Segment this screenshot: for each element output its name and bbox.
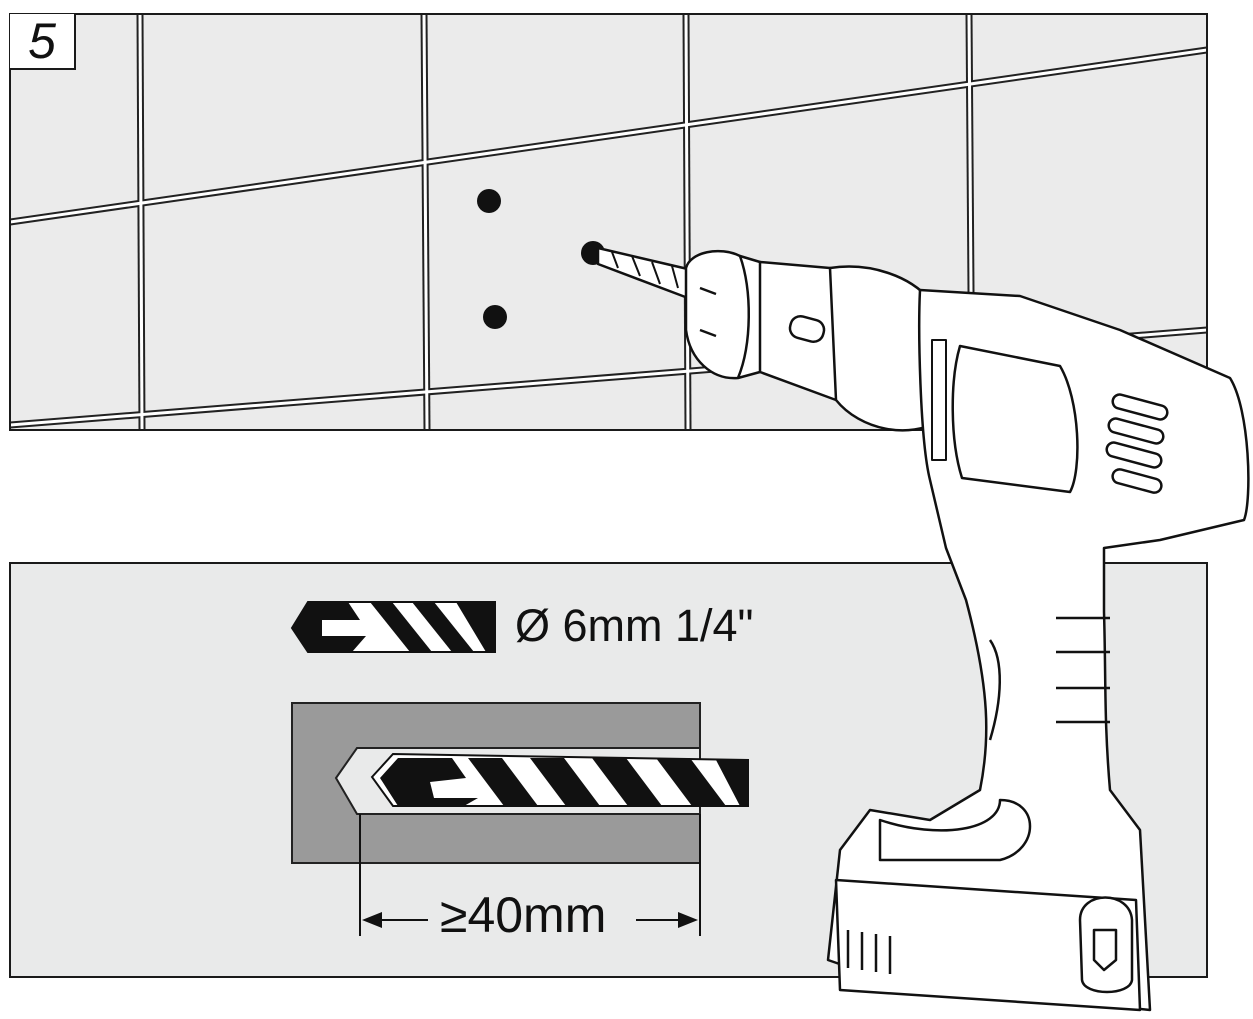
arrow-right-icon	[678, 912, 698, 928]
hole-mark	[477, 189, 501, 213]
drill-bit-in-hole	[370, 752, 749, 807]
grip-ridges	[1056, 616, 1110, 724]
vent-slots	[1105, 393, 1169, 494]
depth-dimension	[359, 814, 701, 936]
battery-vents	[846, 930, 892, 974]
battery-release-button	[1078, 896, 1134, 994]
step-number: 5	[10, 13, 76, 70]
drill-bit-icon	[290, 601, 496, 653]
arrow-left-icon	[362, 912, 382, 928]
tiled-wall	[9, 13, 1208, 431]
hole-mark	[483, 305, 507, 329]
min-depth-label: ≥40mm	[440, 887, 607, 943]
drill-bit-size-label: Ø 6mm 1/4"	[515, 600, 754, 651]
drill-icon	[596, 246, 1250, 1012]
